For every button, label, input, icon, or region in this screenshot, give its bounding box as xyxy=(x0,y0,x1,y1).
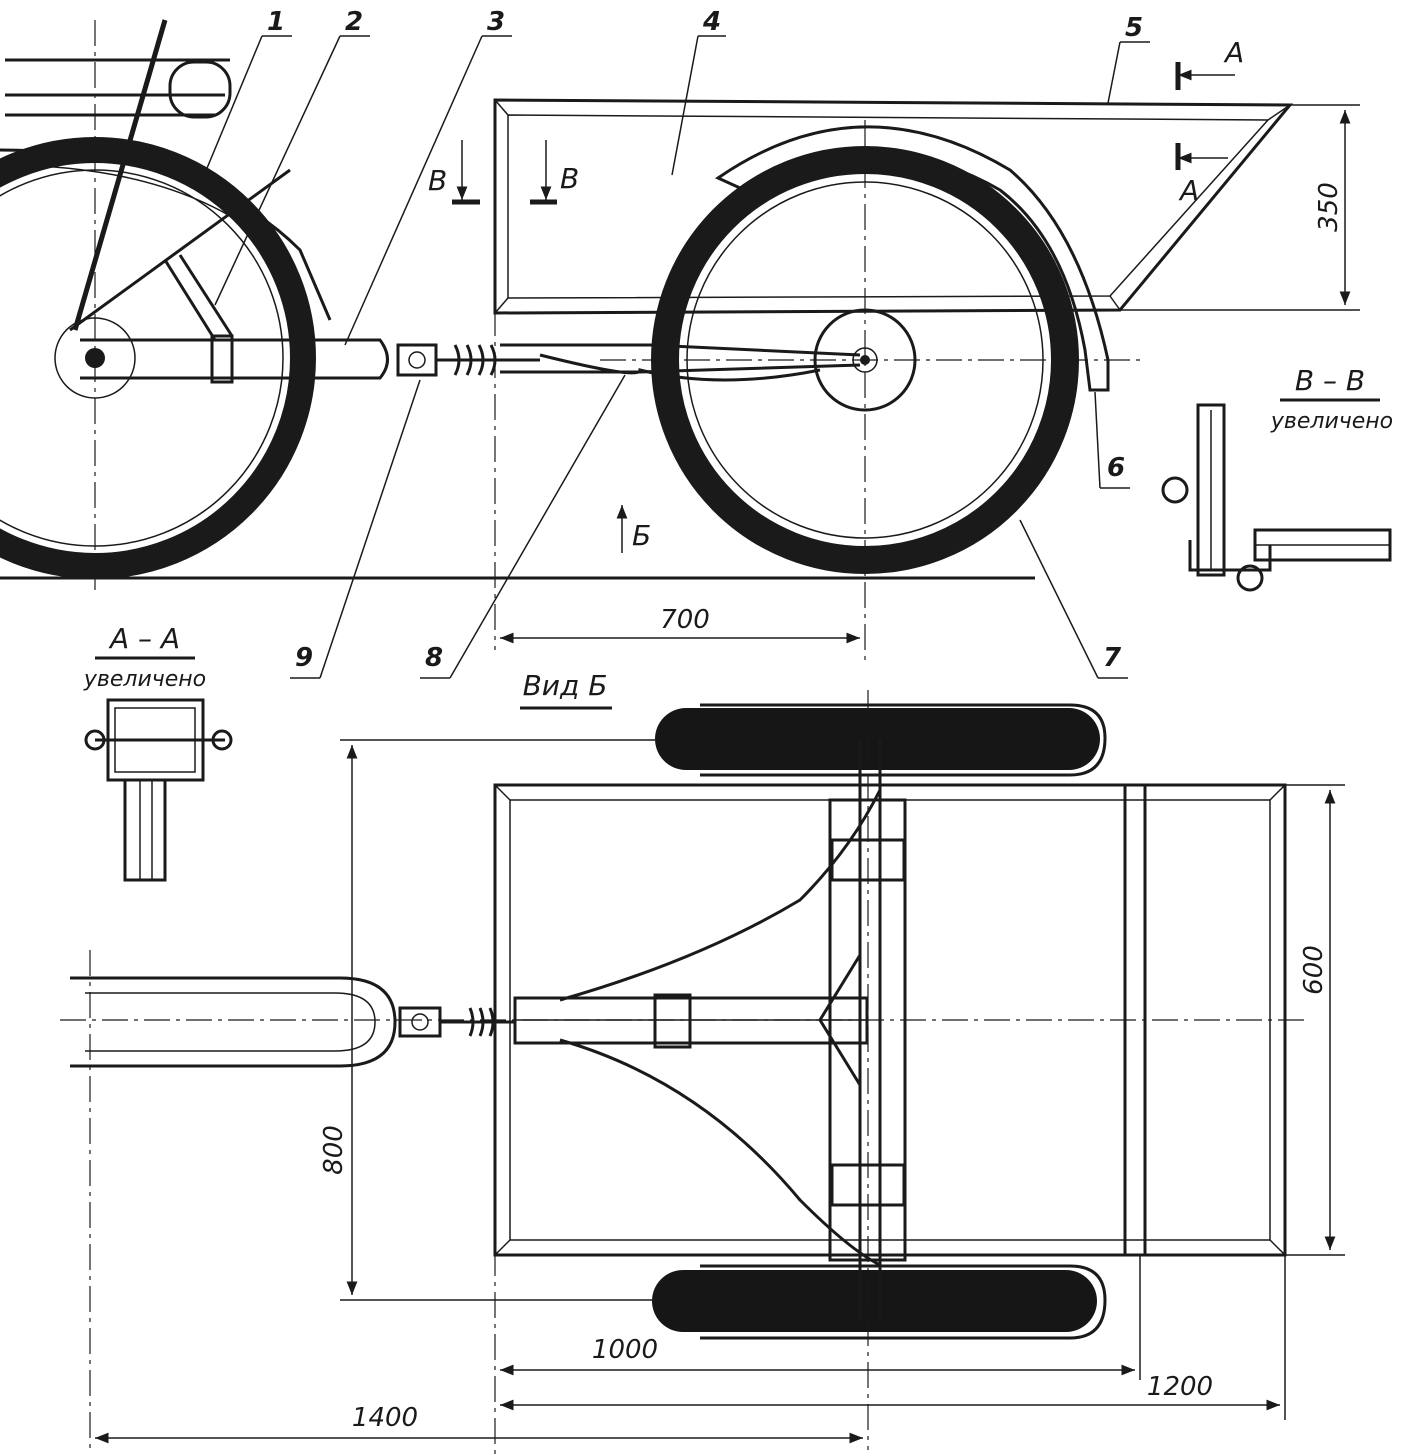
bicycle-mudguard xyxy=(0,148,332,321)
section-aa-subtitle: увеличено xyxy=(83,667,206,692)
svg-text:1: 1 xyxy=(267,7,285,37)
view-b-title: Вид Б xyxy=(523,669,608,702)
callout-9: 9 xyxy=(290,379,421,679)
trailer-box xyxy=(493,98,1294,315)
section-aa-title: A – A xyxy=(108,622,180,655)
dim-body-front-length: 1000 xyxy=(592,1335,658,1365)
top-view-wheel-lower xyxy=(652,1264,1107,1340)
section-vv-title: B – B xyxy=(1295,364,1365,397)
svg-text:B: B xyxy=(428,164,447,197)
callout-5: 5 xyxy=(1107,13,1150,104)
clamp-2 xyxy=(210,334,234,384)
dim-box-height: 350 xyxy=(1314,182,1344,232)
view-b: Вид Б xyxy=(60,669,1345,1456)
svg-text:5: 5 xyxy=(1125,13,1143,43)
svg-text:Б: Б xyxy=(632,519,651,552)
callout-8: 8 xyxy=(420,374,626,679)
side-view: 350 700 A A B B Б xyxy=(0,7,1360,679)
svg-text:2: 2 xyxy=(345,7,363,37)
view-arrow-b: Б xyxy=(616,505,651,553)
coupling-top xyxy=(398,1006,515,1038)
bicycle-rear-wheel xyxy=(0,20,316,590)
svg-text:9: 9 xyxy=(295,643,313,673)
dim-overall-length: 1400 xyxy=(352,1403,418,1433)
svg-text:A: A xyxy=(1178,174,1199,207)
callout-2: 2 xyxy=(214,7,370,306)
section-vv-subtitle: увеличено xyxy=(1270,409,1393,434)
bicycle-frame xyxy=(80,338,389,380)
dim-track-width: 800 xyxy=(319,1125,349,1175)
section-mark-a: A A xyxy=(1175,36,1244,207)
top-view-wheel-upper xyxy=(655,703,1107,777)
svg-text:8: 8 xyxy=(425,643,443,673)
bicycle-rack xyxy=(5,19,291,332)
dim-body-width: 600 xyxy=(1299,945,1329,995)
callout-4: 4 xyxy=(671,7,726,176)
dim-body-length: 1200 xyxy=(1147,1372,1213,1402)
section-mark-v: B B xyxy=(428,140,579,205)
bicycle-fork-top xyxy=(70,976,397,1068)
svg-text:A: A xyxy=(1223,36,1244,69)
svg-text:4: 4 xyxy=(702,7,721,37)
svg-text:B: B xyxy=(560,162,579,195)
dim-wheel-offset: 700 xyxy=(660,605,710,635)
section-vv: B – B увеличено xyxy=(1161,364,1393,592)
section-aa: A – A увеличено xyxy=(83,622,233,882)
hitch-coupling xyxy=(396,343,540,377)
callout-3: 3 xyxy=(344,7,512,346)
callout-6: 6 xyxy=(1094,391,1130,489)
brace-8 xyxy=(539,353,821,382)
drawbar-top xyxy=(513,789,882,1267)
callout-7: 7 xyxy=(1019,519,1128,679)
svg-text:3: 3 xyxy=(487,7,505,37)
svg-text:7: 7 xyxy=(1103,643,1122,673)
svg-text:6: 6 xyxy=(1107,453,1125,483)
callout-1: 1 xyxy=(199,7,292,186)
